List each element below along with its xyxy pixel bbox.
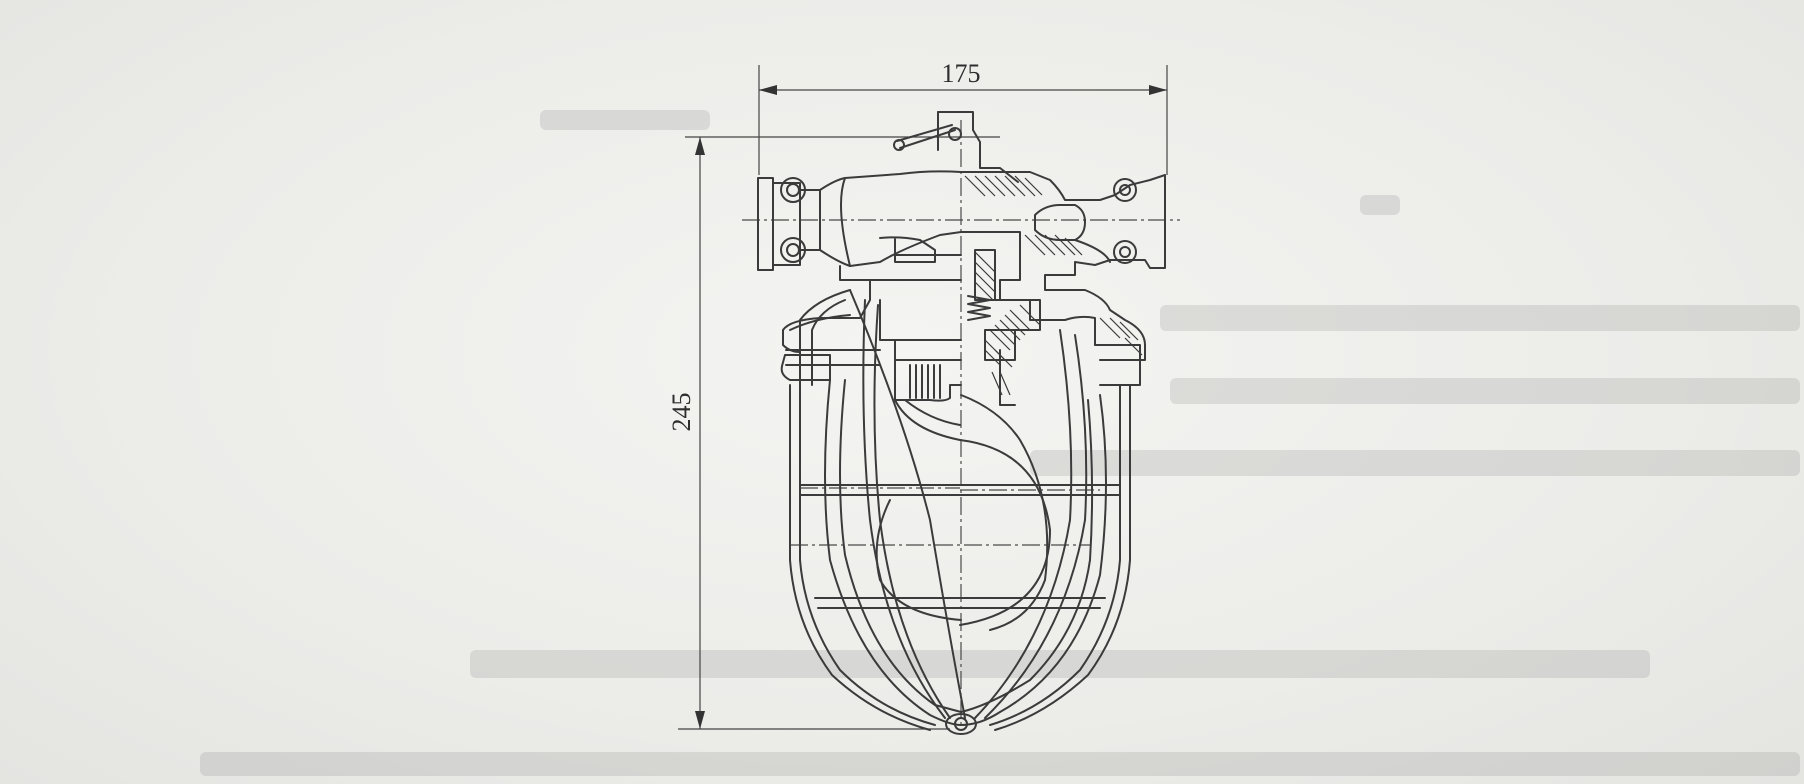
housing-left-half	[780, 236, 962, 402]
section-hatching	[964, 175, 1143, 396]
housing-right-half-section	[960, 171, 1166, 406]
height-dimension-label: 245	[667, 393, 696, 432]
glass-globe	[824, 379, 1107, 726]
arrowhead-right	[1149, 85, 1167, 95]
wire-guard	[789, 289, 1131, 735]
arrowhead-bottom	[695, 711, 705, 729]
height-dimension: 245	[667, 136, 1000, 730]
width-dimension-label: 175	[942, 59, 981, 88]
base-ring	[785, 314, 1141, 386]
arrowhead-top	[695, 137, 705, 155]
arrowhead-left	[759, 85, 777, 95]
width-dimension: 175	[758, 59, 1168, 175]
top-handle	[893, 111, 1019, 183]
